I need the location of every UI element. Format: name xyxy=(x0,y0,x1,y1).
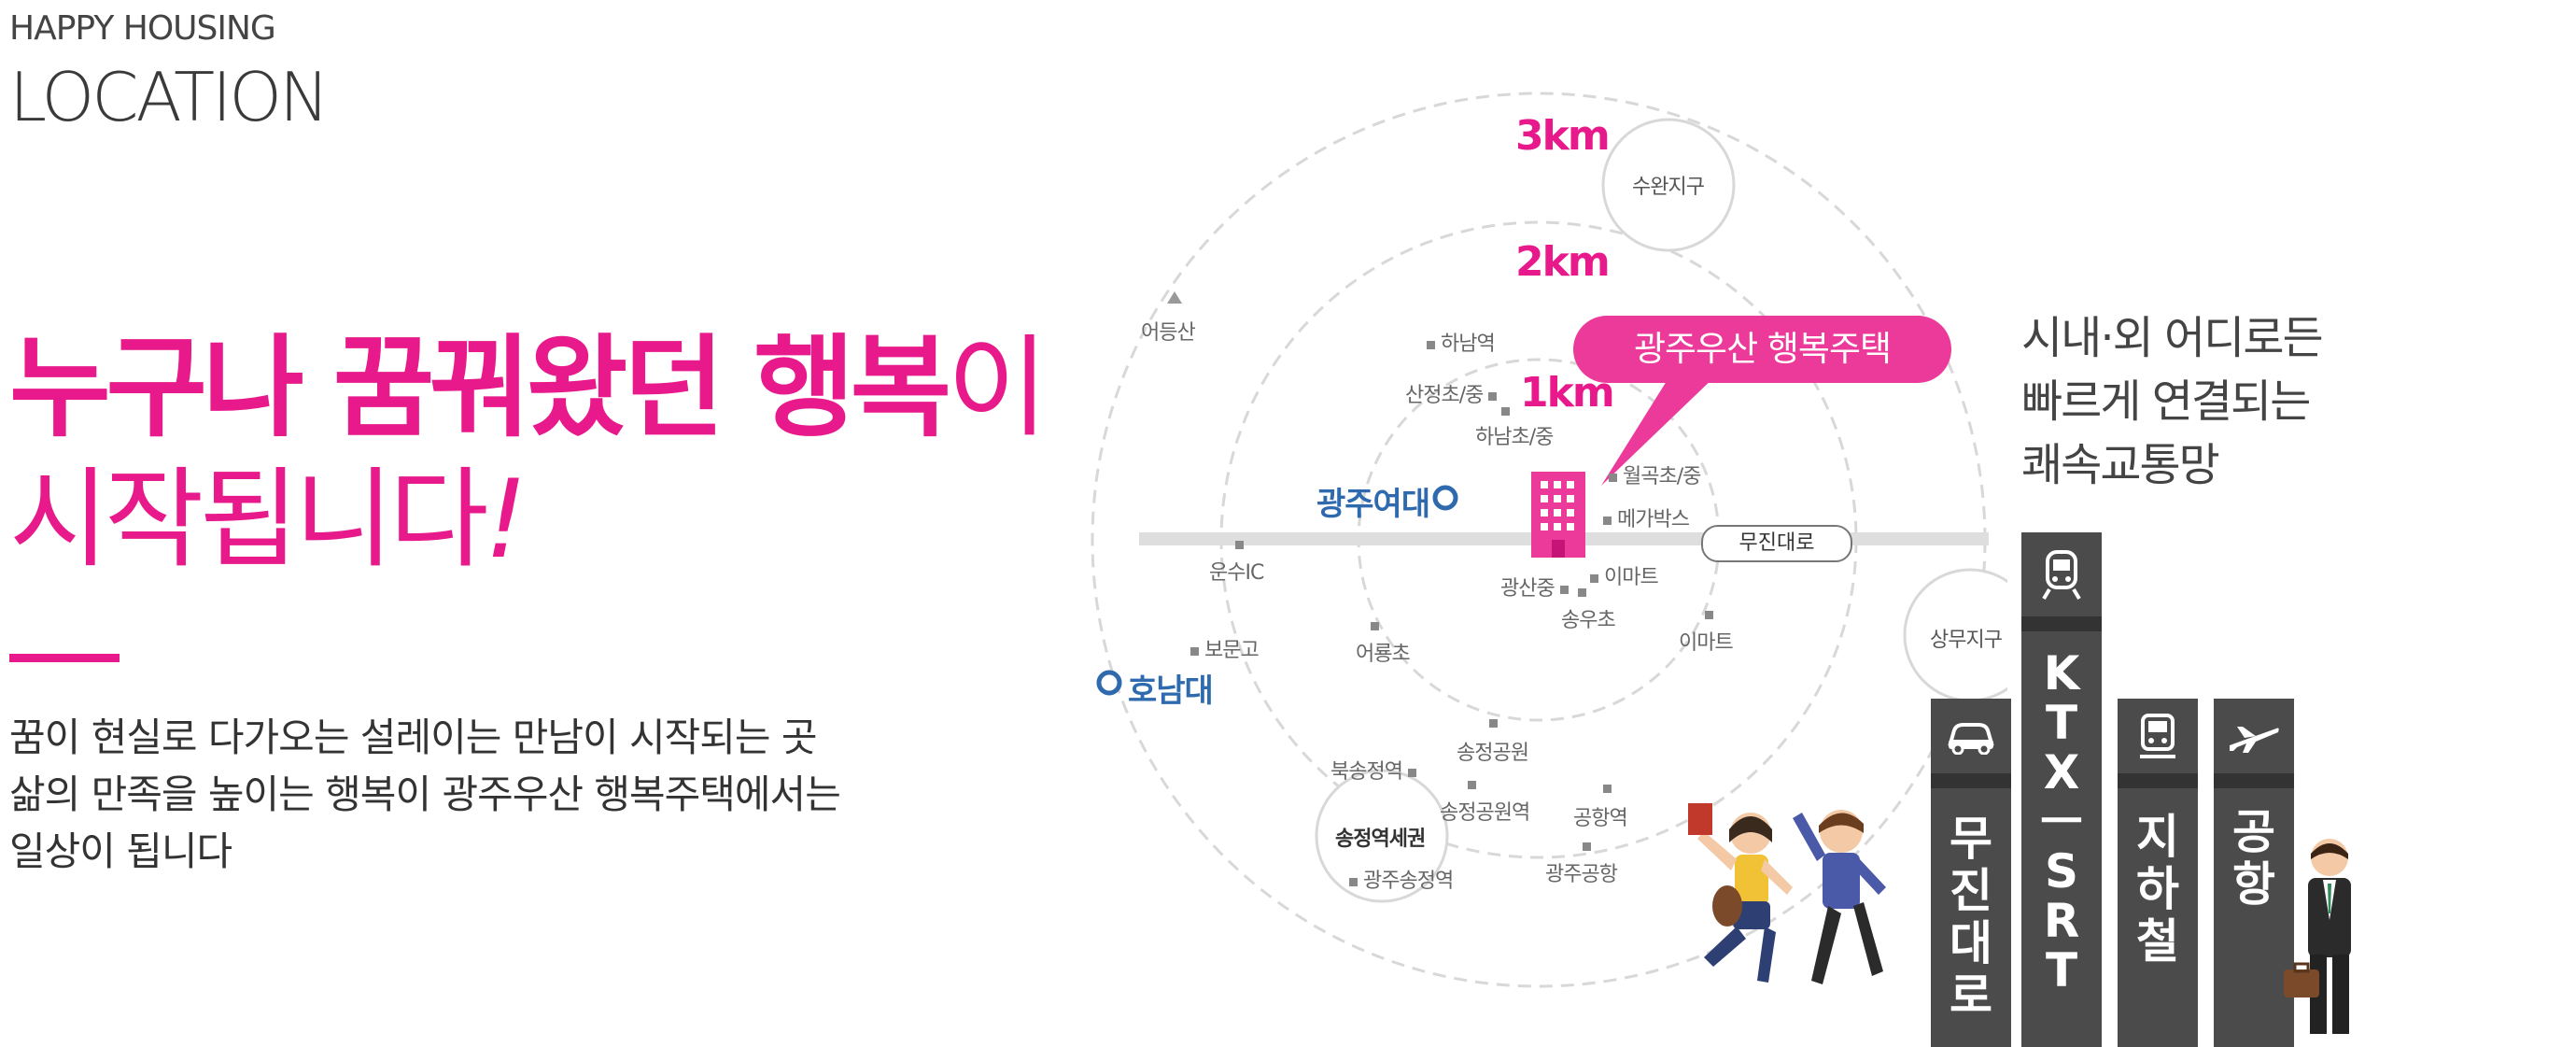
place-honam-univ: 호남대 xyxy=(1128,672,1214,710)
happy-people-illustration xyxy=(1688,803,1886,984)
map-label: 송우초 xyxy=(1561,588,1616,633)
map-label: 북송정역 xyxy=(1330,755,1422,785)
briefcase-icon xyxy=(2284,969,2319,997)
map-label: 이마트 xyxy=(1679,611,1734,656)
accent-divider xyxy=(9,654,120,662)
building-icon xyxy=(1531,472,1585,558)
transit-copy-line: 쾌속교통망 xyxy=(2021,439,2220,492)
body-line: 일상이 됩니다 xyxy=(9,828,232,874)
district-circle-songjeong xyxy=(1315,769,1449,903)
map-label: 이마트 xyxy=(1590,560,1659,590)
place-gwangju-womens-univ: 광주여대 xyxy=(1316,486,1430,523)
body-copy: 꿈이 현실로 다가오는 설레이는 만남이 시작되는 곳 삶의 만족을 높이는 행… xyxy=(9,710,841,881)
map-label: 어룡초 xyxy=(1356,622,1411,667)
location-pin-icon xyxy=(1432,485,1458,511)
transit-copy-line: 빠르게 연결되는 xyxy=(2021,375,2311,429)
businessman-illustration xyxy=(2284,839,2351,1034)
section-eyebrow: HAPPY HOUSING xyxy=(9,9,276,48)
map-label: 송정공원 xyxy=(1457,719,1529,766)
map-label: 송정공원역 xyxy=(1440,781,1530,826)
ring-label-3km: 3km xyxy=(1515,112,1611,160)
body-line: 삶의 만족을 높이는 행복이 광주우산 행복주택에서는 xyxy=(9,771,841,817)
car-icon xyxy=(1948,723,1994,755)
location-pin-icon xyxy=(1096,670,1122,696)
mountain-icon xyxy=(1167,291,1182,304)
map-label: 하남초/중 xyxy=(1475,407,1554,450)
map-label: 월곡초/중 xyxy=(1609,460,1701,489)
district-songjeong: 송정역세권 xyxy=(1335,828,1426,851)
train-icon xyxy=(2042,550,2081,601)
district-sangmu: 상무지구 xyxy=(1930,629,2003,652)
district-circle-suwan xyxy=(1601,118,1736,252)
transit-copy-line: 시내·외 어디로든 xyxy=(2021,312,2324,364)
property-callout: 광주우산 행복주택 xyxy=(1573,316,1951,383)
transit-copy: 시내·외 어디로든 빠르게 연결되는 쾌속교통망 xyxy=(2021,306,2324,497)
headline: 누구나 꿈꿔왔던 행복이 시작됩니다! xyxy=(9,322,1049,585)
map-label: 산정초/중 xyxy=(1405,378,1502,408)
map-label: 공항역 xyxy=(1573,785,1628,831)
map-label: 광주송정역 xyxy=(1349,864,1454,894)
body-line: 꿈이 현실로 다가오는 설레이는 만남이 시작되는 곳 xyxy=(9,715,818,760)
section-title: LOCATION xyxy=(9,58,330,136)
map-label: 하남역 xyxy=(1427,327,1496,357)
district-suwan: 수완지구 xyxy=(1632,176,1705,199)
headline-line-2: 시작됩니다! xyxy=(9,456,528,583)
map-label: 운수IC xyxy=(1209,541,1264,586)
subway-icon xyxy=(2140,714,2175,758)
callout-pointer xyxy=(1601,374,1718,486)
map-label: 광주공항 xyxy=(1545,842,1618,887)
book-icon xyxy=(1688,803,1712,835)
headline-line-1: 누구나 꿈꿔왔던 행복이 xyxy=(9,323,1049,452)
map-label: 어등산 xyxy=(1141,321,1196,345)
ring-label-2km: 2km xyxy=(1515,238,1611,286)
map-label: 보문고 xyxy=(1190,633,1260,663)
airplane-icon xyxy=(2230,727,2279,753)
map-label: 메가박스 xyxy=(1603,502,1690,532)
location-map: 3km 2km 1km 광주우산 행복주택 무진대로 수완지구 상무지구 송정역… xyxy=(1074,0,2007,1047)
road-label: 무진대로 xyxy=(1701,525,1852,562)
map-label: 광산중 xyxy=(1500,572,1574,601)
